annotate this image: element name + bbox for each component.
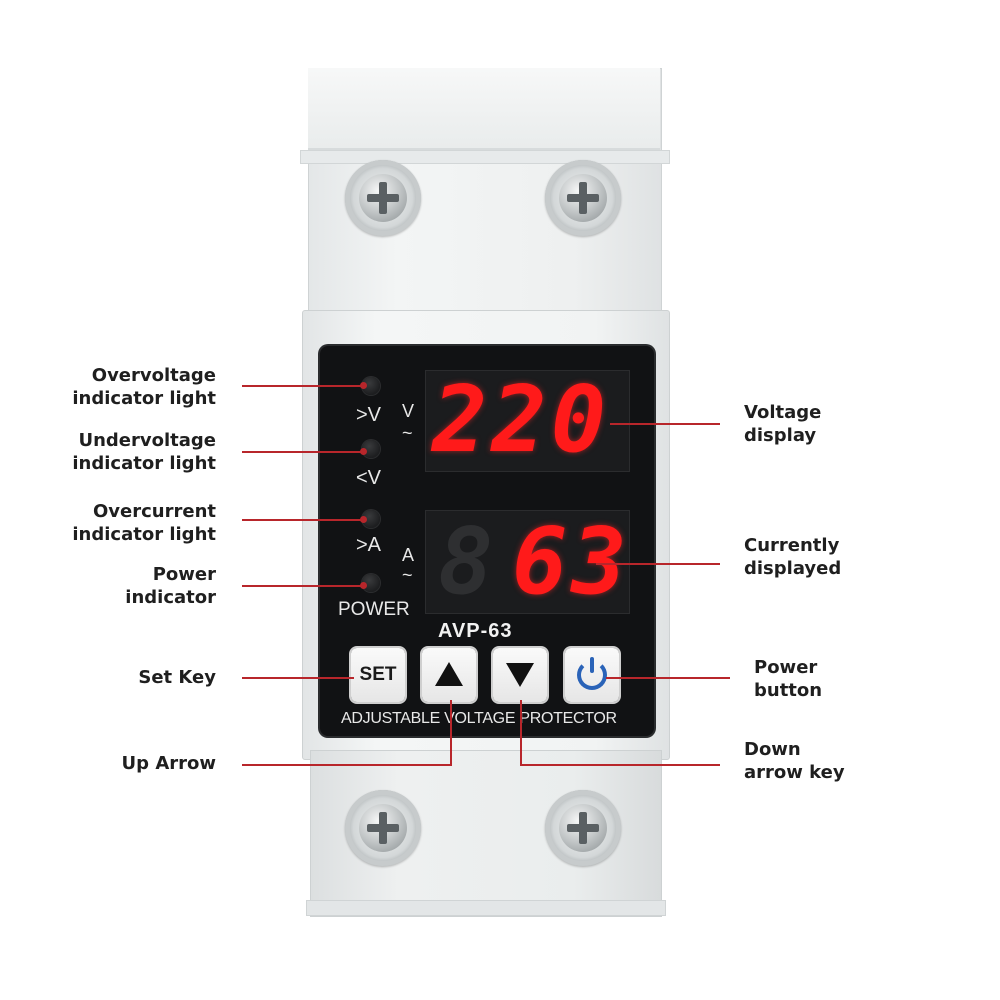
power-icon xyxy=(577,660,607,690)
ac-tilde-icon: ~ xyxy=(402,565,413,585)
callout-undervoltage: Undervoltage indicator light xyxy=(72,430,216,474)
power-led xyxy=(362,574,380,592)
upper-lip xyxy=(300,150,670,164)
leader-dot xyxy=(360,516,367,523)
din-rail-clip xyxy=(308,68,660,150)
screw-icon xyxy=(545,160,621,236)
screw-icon xyxy=(545,790,621,866)
leader-dot xyxy=(360,582,367,589)
power-led-label: POWER xyxy=(338,599,410,620)
up-arrow-key[interactable] xyxy=(422,648,476,702)
set-key[interactable]: SET xyxy=(351,648,405,702)
overcurrent-led-label: >A xyxy=(356,534,382,556)
leader-line xyxy=(242,585,364,587)
callout-power-indicator: Power indicator xyxy=(125,564,216,608)
triangle-down-icon xyxy=(506,663,534,687)
down-arrow-key[interactable] xyxy=(493,648,547,702)
callout-overvoltage: Overvoltage indicator light xyxy=(72,365,216,409)
leader-dot xyxy=(360,448,367,455)
voltage-reading: 220 xyxy=(432,366,611,473)
overcurrent-led xyxy=(362,510,380,528)
leader-line xyxy=(520,700,522,766)
callout-voltage-display: Voltage display xyxy=(744,402,822,446)
set-key-label: SET xyxy=(359,664,397,685)
voltage-display xyxy=(425,370,630,472)
leader-line xyxy=(596,563,720,565)
callout-up-arrow: Up Arrow xyxy=(121,753,216,774)
leader-line xyxy=(242,764,452,766)
power-button[interactable] xyxy=(565,648,619,702)
leader-line xyxy=(610,423,720,425)
current-display xyxy=(425,510,630,614)
leader-line xyxy=(242,451,364,453)
device-caption: ADJUSTABLE VOLTAGE PROTECTOR xyxy=(341,710,617,727)
screw-icon xyxy=(345,160,421,236)
callout-power-button: Power button xyxy=(754,657,823,701)
leader-line xyxy=(242,677,354,679)
overvoltage-led xyxy=(362,377,380,395)
current-unit-label: A xyxy=(402,545,415,565)
callout-down-arrow: Down arrow key xyxy=(744,739,845,783)
ac-tilde-icon: ~ xyxy=(402,423,413,443)
overvoltage-led-label: >V xyxy=(356,404,382,426)
leader-line xyxy=(606,677,730,679)
screw-icon xyxy=(345,790,421,866)
voltage-unit-label: V xyxy=(402,401,415,421)
undervoltage-led xyxy=(362,440,380,458)
unlit-digit: 8 xyxy=(438,508,494,615)
leader-line xyxy=(450,700,452,766)
triangle-up-icon xyxy=(435,662,463,686)
callout-set-key: Set Key xyxy=(138,667,216,688)
callout-current-display: Currently displayed xyxy=(744,535,842,579)
leader-line xyxy=(242,519,364,521)
callout-overcurrent: Overcurrent indicator light xyxy=(72,501,216,545)
lower-lip xyxy=(306,900,666,916)
leader-dot xyxy=(360,382,367,389)
leader-line xyxy=(520,764,720,766)
model-label: AVP-63 xyxy=(438,620,513,642)
undervoltage-led-label: <V xyxy=(356,467,382,489)
current-reading: 63 xyxy=(512,508,631,615)
leader-line xyxy=(242,385,364,387)
